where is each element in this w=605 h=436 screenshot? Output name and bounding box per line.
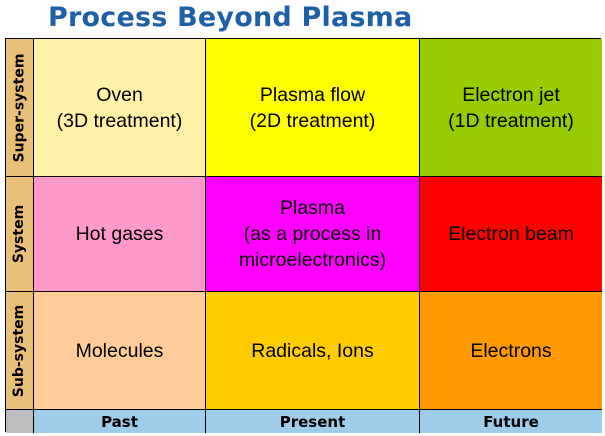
row-label-system: System (6, 177, 34, 292)
cell-oven: Oven (3D treatment) (34, 39, 206, 177)
cell-line: Plasma flow (259, 83, 366, 106)
corner-cell (6, 410, 34, 433)
cell-line: Plasma (279, 197, 346, 219)
column-label-past: Past (34, 410, 206, 433)
row-label-text: System (11, 204, 28, 264)
column-label-present: Present (206, 410, 420, 433)
cell-electron-beam: Electron beam (420, 177, 602, 292)
cell-line: (1D treatment) (448, 109, 574, 132)
cell-electron-jet: Electron jet (1D treatment) (420, 39, 602, 177)
cell-line: (2D treatment) (249, 109, 376, 132)
cell-electrons: Electrons (420, 292, 602, 410)
cell-plasma-flow: Plasma flow (2D treatment) (206, 39, 420, 177)
cell-line: microelectronics) (238, 249, 387, 271)
cell-line: Oven (96, 83, 143, 106)
cell-line: Hot gases (75, 223, 164, 245)
cell-line: Electrons (470, 339, 552, 362)
cell-radicals-ions: Radicals, Ions (206, 292, 420, 410)
cell-molecules: Molecules (34, 292, 206, 410)
row-label-sub-system: Sub-system (6, 292, 34, 410)
process-matrix: Super-system Oven (3D treatment) Plasma f… (5, 38, 602, 433)
cell-line: Molecules (75, 339, 164, 362)
cell-hot-gases: Hot gases (34, 177, 206, 292)
cell-line: Electron jet (462, 83, 560, 106)
cell-line: (3D treatment) (56, 109, 183, 132)
row-label-text: Super-system (11, 53, 28, 162)
column-label-future: Future (420, 410, 602, 433)
row-label-super-system: Super-system (6, 39, 34, 177)
cell-line: (as a process in (243, 223, 382, 245)
cell-line: Radicals, Ions (251, 339, 374, 362)
row-label-text: Sub-system (11, 304, 28, 397)
diagram-title: Process Beyond Plasma (48, 2, 413, 33)
cell-plasma: Plasma (as a process in microelectronics) (206, 177, 420, 292)
cell-line: Electron beam (448, 223, 574, 245)
